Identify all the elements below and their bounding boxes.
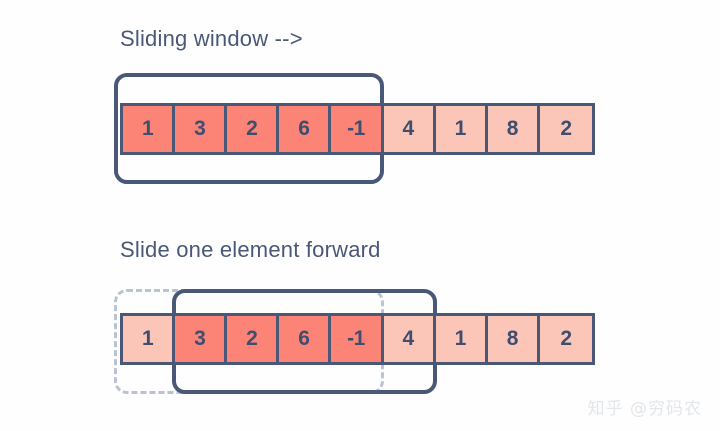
array-cell: 1 (123, 106, 176, 152)
array-cell: 2 (539, 106, 592, 152)
array-cell: 4 (383, 316, 436, 362)
array-cell: 6 (279, 106, 332, 152)
array-cell: -1 (331, 316, 384, 362)
array-cell: 8 (487, 316, 540, 362)
array-cell: 1 (435, 316, 488, 362)
array-cell: 4 (383, 106, 436, 152)
array-cell: 3 (175, 106, 228, 152)
array-row-2: 1 3 2 6 -1 4 1 8 2 (120, 313, 595, 365)
array-cell: 3 (175, 316, 228, 362)
array-cell: 1 (123, 316, 176, 362)
array-cell: 6 (279, 316, 332, 362)
array-cell: 2 (539, 316, 592, 362)
array-row-1: 1 3 2 6 -1 4 1 8 2 (120, 103, 595, 155)
array-cell: 2 (227, 316, 280, 362)
section-1-caption: Sliding window --> (120, 26, 303, 51)
section-2-caption: Slide one element forward (120, 237, 381, 262)
array-cell: 8 (487, 106, 540, 152)
array-cell: 1 (435, 106, 488, 152)
array-cell: 2 (227, 106, 280, 152)
watermark: 知乎 @穷码农 (587, 399, 702, 419)
array-cell: -1 (331, 106, 384, 152)
